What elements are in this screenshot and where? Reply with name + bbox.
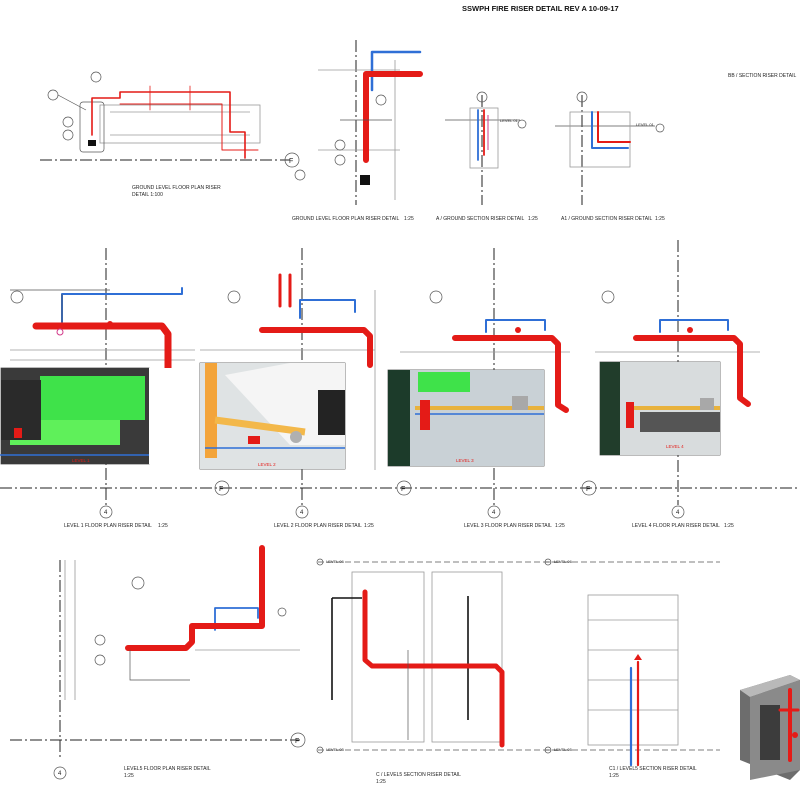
level4-plan-view: LEVEL 4 4 LEVEL 4 FLOOR PLAN RISER DETAI… [595, 290, 760, 529]
grid-marker-4-l1: 4 [104, 510, 108, 516]
ground-plan-name: GROUND LEVEL FLOOR PLAN RISER DETAIL [292, 216, 399, 222]
level4-tag: LEVEL 4 [666, 444, 684, 449]
level3-scale: 1:25 [555, 523, 565, 529]
c1-level5-name: C1 / LEVEL5 SECTION RISER DETAIL [609, 766, 697, 772]
a1-ground-level-tag: LEVEL 01 [636, 122, 655, 127]
ground-plan-small-line1: GROUND LEVEL FLOOR PLAN RISER [132, 185, 221, 191]
c-level05-mark: LEVEL 05 [326, 747, 345, 752]
c1-level5-scale: 1:25 [609, 773, 619, 779]
ground-plan-view: GROUND LEVEL FLOOR PLAN RISER DETAIL 1:2… [292, 40, 423, 222]
level2-plan-view: LEVEL 2 4 F LEVEL 2 FLOOR PLAN RISER DET… [199, 273, 412, 529]
c-level5-section-view: LEVEL 06 LEVEL 05 C / LEVEL5 SECTION RIS… [316, 558, 560, 785]
level5-name: LEVEL5 FLOOR PLAN RISER DETAIL [124, 766, 211, 772]
level2-name: LEVEL 2 FLOOR PLAN RISER DETAIL [274, 523, 362, 529]
level3-tag: LEVEL 3 [456, 458, 474, 463]
level4-scale: 1:25 [724, 523, 734, 529]
a1-ground-section-view: LEVEL 01 A1 / GROUND SECTION RISER DETAI… [555, 91, 665, 222]
a-ground-section-view: LEVEL 01 A / GROUND SECTION RISER DETAIL… [436, 91, 538, 222]
level5-plan-view: F 4 LEVEL5 FLOOR PLAN RISER DETAIL 1:25 [10, 545, 306, 780]
grid-marker-f-l1: F [219, 486, 223, 493]
level3-plan-view: LEVEL 3 4 F LEVEL 3 FLOOR PLAN RISER DET… [387, 290, 597, 529]
level1-tag: LEVEL 1 [72, 458, 90, 463]
grid-marker-4-l4: 4 [676, 510, 680, 516]
riser-3d-model-thumbnail [740, 675, 800, 780]
section-bb-label: BB / SECTION RISER DETAIL [728, 73, 796, 79]
level1-plan-view: LEVEL 1 4 F LEVEL 1 FLOOR PLAN RISER DET… [0, 287, 230, 529]
ground-plan-small-line2: DETAIL 1:100 [132, 192, 163, 198]
level3-name: LEVEL 3 FLOOR PLAN RISER DETAIL [464, 523, 552, 529]
a1-ground-name: A1 / GROUND SECTION RISER DETAIL [561, 216, 653, 222]
c-level5-scale: 1:25 [376, 779, 386, 785]
grid-marker-4-l2: 4 [300, 510, 304, 516]
level1-scale: 1:25 [158, 523, 168, 529]
level2-scale: 1:25 [364, 523, 374, 529]
grid-marker-f-1: F [289, 158, 293, 165]
c-level5-name: C / LEVEL5 SECTION RISER DETAIL [376, 772, 461, 778]
level4-name: LEVEL 4 FLOOR PLAN RISER DETAIL [632, 523, 720, 529]
c-level06-mark: LEVEL 06 [326, 559, 345, 564]
a-ground-scale: 1:25 [528, 216, 538, 222]
c1-level06-mark: LEVEL 06 [554, 559, 573, 564]
a-ground-name: A / GROUND SECTION RISER DETAIL [436, 216, 524, 222]
grid-marker-f-l2: F [401, 486, 405, 493]
sheet-title: SSWPH FIRE RISER DETAIL REV A 10-09-17 [462, 4, 619, 13]
level1-name: LEVEL 1 FLOOR PLAN RISER DETAIL [64, 523, 152, 529]
ground-plan-small-view: F GROUND LEVEL FLOOR PLAN RISER DETAIL 1… [40, 71, 300, 198]
grid-marker-4-l3: 4 [492, 510, 496, 516]
grid-marker-f-l3: F [586, 486, 590, 493]
c1-level05-mark: LEVEL 05 [554, 747, 573, 752]
level2-tag: LEVEL 2 [258, 462, 276, 467]
c1-level5-section-view: LEVEL 06 LEVEL 05 C1 / LEVEL5 SECTION RI… [544, 558, 720, 779]
grid-marker-4-l5: 4 [58, 771, 62, 777]
ground-plan-scale: 1:25 [404, 216, 414, 222]
a-ground-level-tag: LEVEL 01 [500, 118, 519, 123]
a1-ground-scale: 1:25 [655, 216, 665, 222]
level5-scale: 1:25 [124, 773, 134, 779]
grid-marker-f-l5: F [295, 738, 299, 745]
